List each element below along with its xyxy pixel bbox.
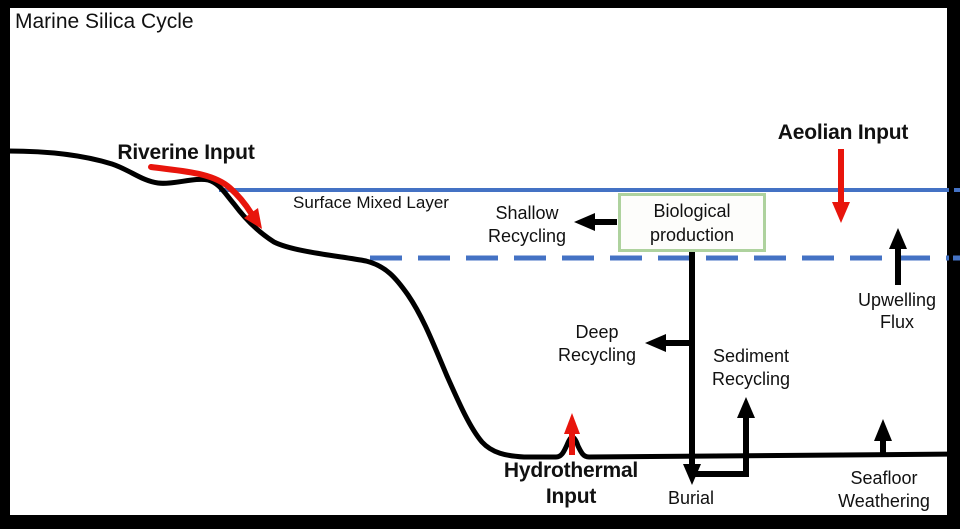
burial-label: Burial (667, 488, 715, 508)
biological-production-line1: Biological (653, 200, 731, 221)
deep-recycling-label: Deep Recycling (558, 321, 636, 367)
upwelling-flux-line1: Upwelling (857, 290, 937, 310)
surface-mixed-layer-label: Surface Mixed Layer (293, 193, 449, 212)
hydrothermal-input-line1: Hydrothermal (503, 459, 639, 482)
seafloor-weathering-line2: Weathering (838, 491, 930, 511)
upwelling-flux-label: Upwelling Flux (858, 289, 936, 333)
diagram-canvas (10, 8, 947, 515)
page-title: Marine Silica Cycle (15, 10, 194, 33)
sediment-recycling-line2: Recycling (711, 369, 791, 389)
riverine-input-label: Riverine Input (117, 141, 255, 164)
sediment-recycling-label: Sediment Recycling (712, 345, 790, 391)
seafloor-weathering-line1: Seafloor (850, 468, 918, 488)
shallow-recycling-line2: Recycling (487, 226, 567, 246)
biological-production-box: Biological production (618, 193, 766, 252)
upwelling-flux-line2: Flux (879, 312, 915, 332)
hydrothermal-input-label: Hydrothermal Input (504, 458, 638, 510)
sediment-recycling-line1: Sediment (712, 346, 790, 366)
shallow-recycling-label: Shallow Recycling (488, 202, 566, 248)
deep-recycling-line1: Deep (575, 322, 619, 342)
seafloor-weathering-label: Seafloor Weathering (838, 467, 930, 513)
shallow-recycling-line1: Shallow (495, 203, 559, 223)
biological-production-line2: production (649, 224, 735, 245)
aeolian-input-label: Aeolian Input (777, 121, 909, 144)
deep-recycling-line2: Recycling (557, 345, 637, 365)
hydrothermal-input-line2: Input (545, 485, 597, 508)
